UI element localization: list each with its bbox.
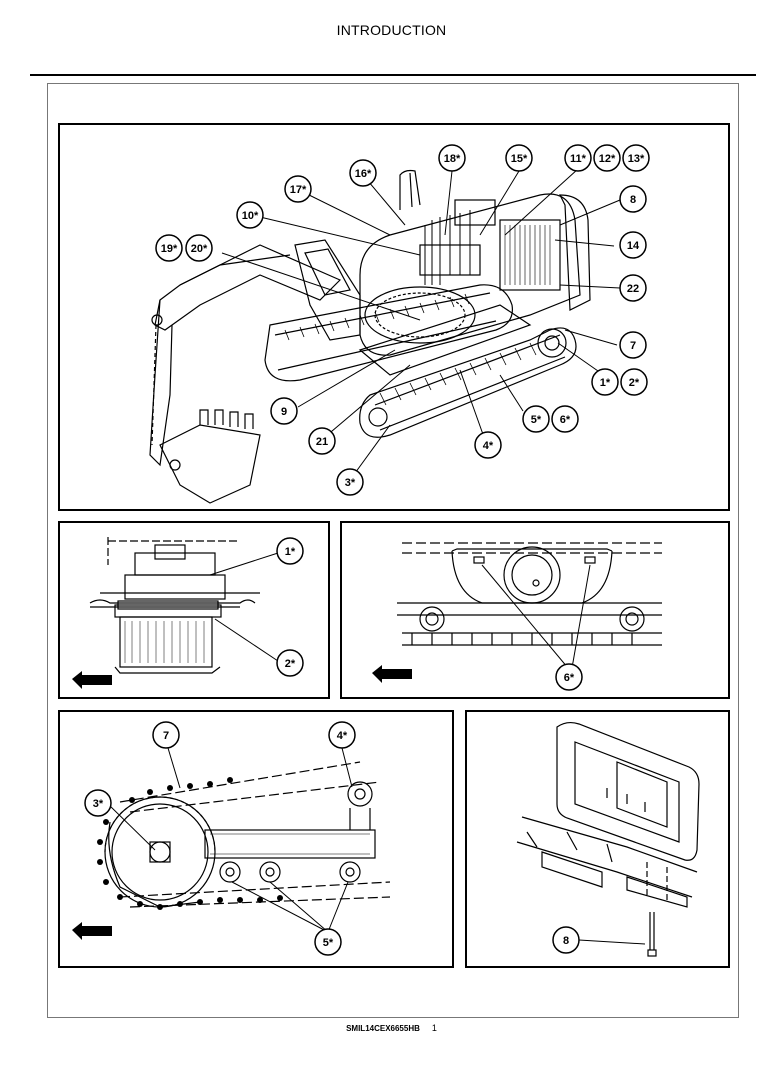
arrow-left-icon xyxy=(72,671,112,689)
track-guard-illustration: 6* xyxy=(372,542,662,691)
callout-2: 2* xyxy=(629,377,640,389)
page-title: INTRODUCTION xyxy=(336,22,447,38)
travel-motor-panel: 1* 2* xyxy=(58,521,330,699)
callout-10: 10* xyxy=(242,210,259,222)
track-guard-panel: 6* xyxy=(340,521,730,699)
callout-1: 1* xyxy=(285,546,296,558)
callout-7: 7 xyxy=(163,730,169,742)
callout-11: 11* xyxy=(570,153,587,165)
callout-15: 15* xyxy=(511,153,528,165)
callout-5: 5* xyxy=(323,937,334,949)
callout-19: 19* xyxy=(161,243,178,255)
upper-structure xyxy=(359,193,581,356)
callout-18: 18* xyxy=(444,153,461,165)
callout-6: 6* xyxy=(560,414,571,426)
callout-4: 4* xyxy=(483,440,494,452)
arrow-left-icon xyxy=(72,922,112,940)
document-code: SMIL14CEX6655HB xyxy=(346,1024,420,1033)
excavator-overview-panel: 18* 15* 11* 12* 13* 16* 17* 8 10* 19* 20… xyxy=(58,123,730,511)
callout-16: 16* xyxy=(355,168,372,180)
counterweight-panel: 8 xyxy=(465,710,730,968)
cab xyxy=(294,239,361,341)
arm xyxy=(149,299,173,467)
callout-2: 2* xyxy=(285,658,296,670)
callout-13: 13* xyxy=(628,153,645,165)
track-detail-panel: 7 4* 3* 5* xyxy=(58,710,454,968)
callout-21: 21 xyxy=(316,436,328,448)
callout-8: 8 xyxy=(630,194,636,206)
counterweight xyxy=(559,194,591,311)
bucket xyxy=(159,424,261,504)
arrow-left-icon xyxy=(372,665,412,683)
callout-5: 5* xyxy=(531,414,542,426)
track-detail-illustration: 7 4* 3* 5* xyxy=(72,721,391,956)
front-track xyxy=(359,327,577,438)
callout-7: 7 xyxy=(630,340,636,352)
callout-8: 8 xyxy=(563,935,569,947)
travel-motor-illustration: 1* 2* xyxy=(72,537,304,689)
callout-14: 14 xyxy=(627,240,640,252)
callout-12: 12* xyxy=(599,153,616,165)
callout-1: 1* xyxy=(600,377,611,389)
callout-20: 20* xyxy=(191,243,208,255)
callout-4: 4* xyxy=(337,730,348,742)
swing-ring xyxy=(364,286,476,344)
callout-6: 6* xyxy=(564,672,575,684)
callout-3: 3* xyxy=(93,798,104,810)
callout-9: 9 xyxy=(281,406,287,418)
page-number: 1 xyxy=(431,1023,437,1033)
callout-3: 3* xyxy=(345,477,356,489)
excavator-overview-illustration: 18* 15* 11* 12* 13* 16* 17* 8 10* 19* 20… xyxy=(149,144,650,504)
figure-frame xyxy=(47,83,739,1018)
callout-22: 22 xyxy=(627,283,639,295)
callout-17: 17* xyxy=(290,184,307,196)
counterweight-illustration: 8 xyxy=(516,721,700,957)
header-divider xyxy=(30,74,756,76)
footer: SMIL14CEX6655HB 1 xyxy=(0,1023,783,1033)
